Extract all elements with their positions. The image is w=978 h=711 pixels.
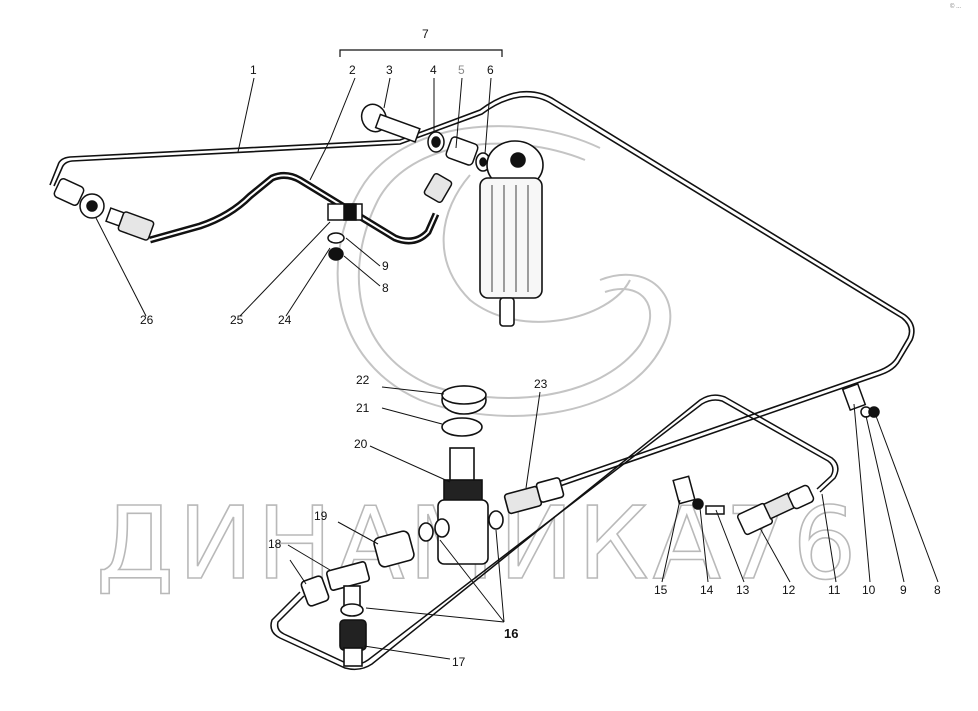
callout-26: 26 [140,313,154,327]
hose-clamp [327,203,363,261]
tee-and-union [300,561,371,667]
callout-25: 25 [230,313,244,327]
corner-mark: © ... [950,3,961,10]
callout-1: 1 [250,63,257,77]
callout-9-lower: 9 [900,583,907,597]
callout-20: 20 [354,437,368,451]
callout-22: 22 [356,373,370,387]
callout-13: 13 [736,583,750,597]
group-bracket-7 [339,49,503,57]
callout-21: 21 [356,401,370,415]
callout-24: 24 [278,313,292,327]
callout-4: 4 [430,63,437,77]
callout-12: 12 [782,583,796,597]
callout-18: 18 [268,537,282,551]
callout-9-upper: 9 [382,259,389,273]
banjo-bolt-assembly [360,103,491,204]
left-end-fittings [53,178,155,241]
callout-10: 10 [862,583,876,597]
leader-lines [95,77,939,660]
callout-14: 14 [700,583,714,597]
callout-2: 2 [349,63,356,77]
callout-labels: 1 2 3 4 5 6 7 9 8 26 25 24 22 21 23 20 1… [140,27,941,669]
thick-hose [149,171,440,245]
pipe-long-loop [49,90,915,487]
callout-6: 6 [487,63,494,77]
right-small-parts [672,382,880,536]
callout-8-lower: 8 [934,583,941,597]
cylinder-reservoir [479,140,544,327]
valve-assembly [373,385,565,568]
callout-7: 7 [422,27,429,41]
callout-5: 5 [458,63,465,77]
pipe-lower-loop [270,394,839,671]
callout-16: 16 [504,626,518,641]
callout-15: 15 [654,583,668,597]
callout-23: 23 [534,377,548,391]
callout-19: 19 [314,509,328,523]
callout-3: 3 [386,63,393,77]
callout-17: 17 [452,655,466,669]
callout-11: 11 [828,583,841,597]
callout-8-upper: 8 [382,281,389,295]
